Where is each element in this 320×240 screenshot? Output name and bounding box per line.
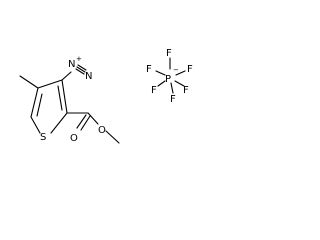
- fluorine-bottom-label: F: [170, 94, 176, 105]
- bond-p-f-upper-right: [175, 70, 186, 76]
- bond-c3-c2-outer: [61, 79, 68, 114]
- diazonium-charge-label: +: [76, 55, 82, 63]
- chemical-structure-diagram: S O O N + N F F F P − F F F: [19, 48, 193, 144]
- bond-carbonyl-o-double-a: [76, 114, 87, 129]
- diazonium-n2-label: N: [85, 71, 92, 82]
- phosphorus-atom-label: P: [165, 74, 171, 85]
- carbonyl-oxygen-label: O: [70, 133, 78, 144]
- bond-s-c5: [30, 116, 41, 134]
- bond-p-f-upper-left: [155, 70, 166, 76]
- fluorine-lower-right-label: F: [183, 85, 189, 96]
- bond-c4-c3: [37, 79, 63, 89]
- bond-c5-c4-inner: [36, 93, 43, 117]
- structure-svg: S O O N + N F F F P − F F F: [19, 48, 193, 144]
- bond-oether-methyl: [105, 130, 120, 144]
- fluorine-top-label: F: [166, 48, 172, 59]
- bond-carbonyl-oether: [87, 112, 99, 125]
- bond-c5-c4-outer: [30, 87, 39, 118]
- bond-p-f-lower-right: [174, 80, 185, 87]
- bond-p-f-bottom: [170, 82, 174, 94]
- bond-c2-s: [50, 112, 68, 134]
- bond-p-f-lower-left: [157, 80, 166, 87]
- bond-methyl-c4: [19, 75, 39, 89]
- fluorine-upper-left-label: F: [146, 64, 152, 75]
- phosphorus-charge-label: −: [173, 66, 179, 74]
- sulfur-atom-label: S: [40, 132, 46, 143]
- bond-c3-c2-inner: [57, 85, 63, 111]
- fluorine-lower-left-label: F: [151, 85, 157, 96]
- fluorine-upper-right-label: F: [187, 64, 193, 75]
- bond-carbonyl-o-double-b: [80, 115, 91, 131]
- ether-oxygen-label: O: [98, 125, 106, 136]
- bond-c3-n1: [61, 71, 72, 81]
- bond-n-n-triple-a: [76, 66, 86, 73]
- bond-n-n-triple-b: [77, 64, 87, 71]
- bond-n-n-triple-c: [75, 68, 85, 75]
- diazonium-n1-label: N: [68, 59, 75, 70]
